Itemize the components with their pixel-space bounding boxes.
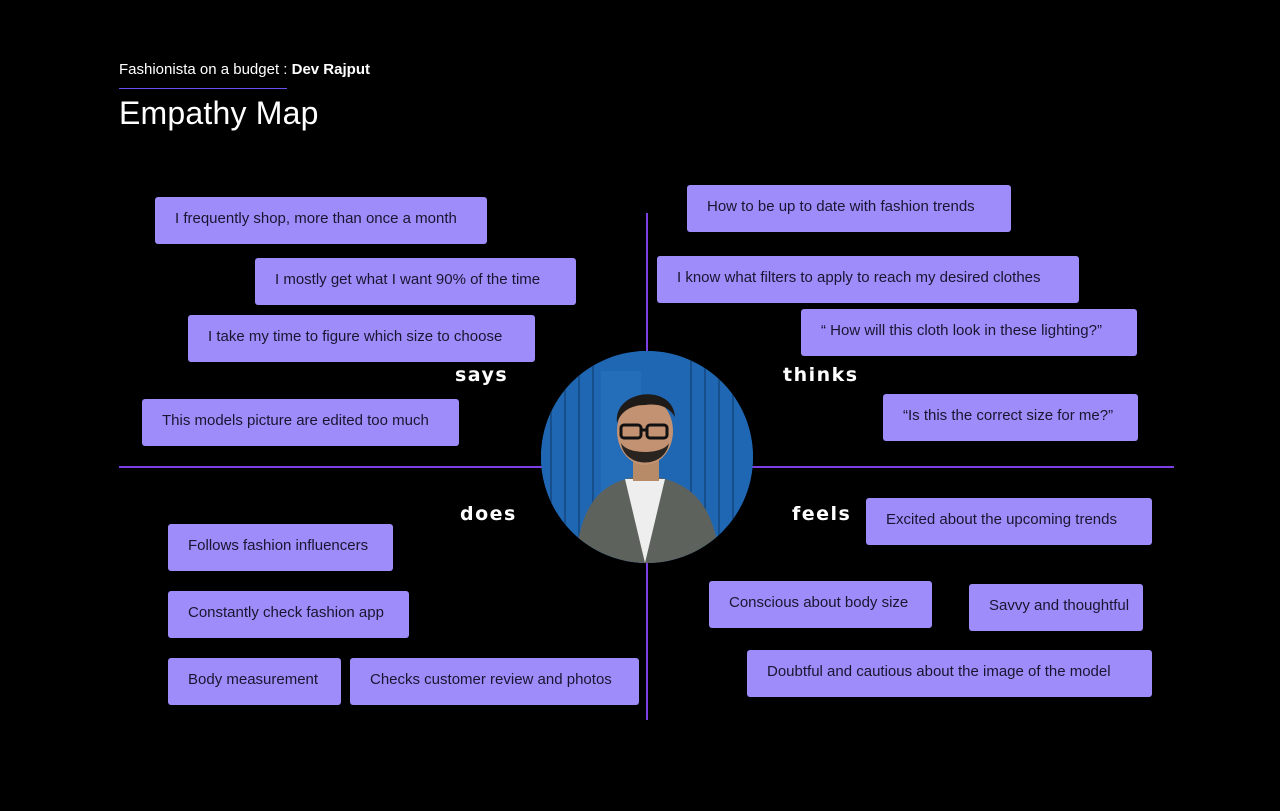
persona-prefix: Fashionista on a budget : xyxy=(119,61,292,78)
quadrant-label-says: says xyxy=(455,364,509,386)
persona-photo-avatar xyxy=(541,351,753,563)
does-note-3: Body measurement xyxy=(168,658,341,705)
persona-subtitle: Fashionista on a budget : Dev Rajput xyxy=(119,60,370,80)
says-note-4: This models picture are edited too much xyxy=(142,399,459,446)
page-title: Empathy Map xyxy=(119,95,319,131)
feels-note-3: Savvy and thoughtful xyxy=(969,584,1143,631)
feels-note-2: Conscious about body size xyxy=(709,581,932,628)
does-note-2: Constantly check fashion app xyxy=(168,591,409,638)
feels-note-1: Excited about the upcoming trends xyxy=(866,498,1152,545)
thinks-note-3: “ How will this cloth look in these ligh… xyxy=(801,309,1137,356)
quadrant-label-feels: feels xyxy=(792,503,852,525)
persona-photo-icon xyxy=(541,351,753,563)
thinks-note-1: How to be up to date with fashion trends xyxy=(687,185,1011,232)
persona-name: Dev Rajput xyxy=(291,61,370,78)
does-note-1: Follows fashion influencers xyxy=(168,524,393,571)
thinks-note-2: I know what filters to apply to reach my… xyxy=(657,256,1079,303)
feels-note-4: Doubtful and cautious about the image of… xyxy=(747,650,1152,697)
does-note-4: Checks customer review and photos xyxy=(350,658,639,705)
says-note-2: I mostly get what I want 90% of the time xyxy=(255,258,576,305)
says-note-3: I take my time to figure which size to c… xyxy=(188,315,535,362)
quadrant-label-does: does xyxy=(460,503,517,525)
says-note-1: I frequently shop, more than once a mont… xyxy=(155,197,487,244)
thinks-note-4: “Is this the correct size for me?” xyxy=(883,394,1138,441)
quadrant-label-thinks: thinks xyxy=(783,364,859,386)
subtitle-underline xyxy=(119,88,287,89)
